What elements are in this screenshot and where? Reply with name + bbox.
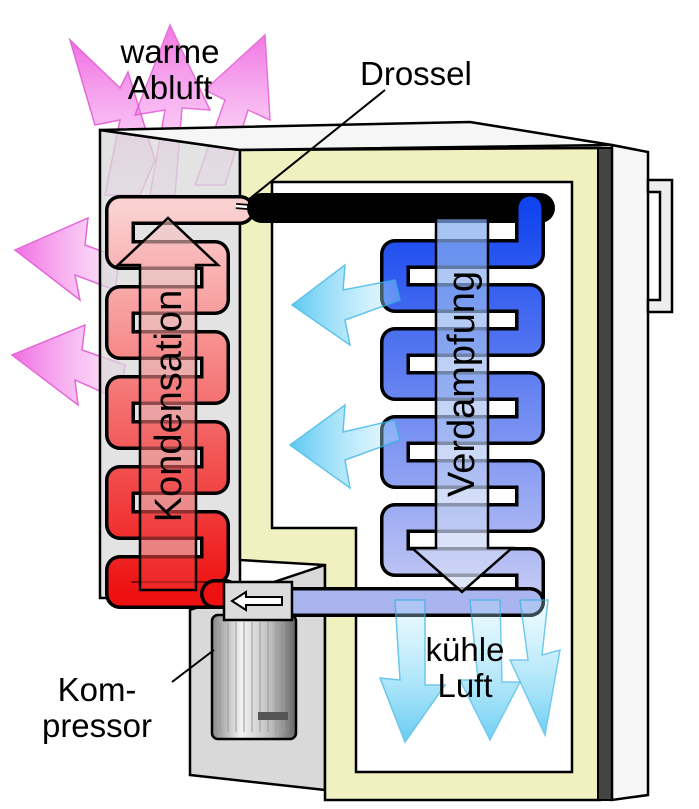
- door-handle: [646, 178, 674, 314]
- cool-air-arrow-down-1: [378, 599, 447, 744]
- cool-air-arrow-left-2: [288, 403, 401, 490]
- cool-air-arrow-left-1: [290, 263, 401, 347]
- cool-air-arrows: [288, 263, 561, 744]
- cool-air-label: kühle Luft: [400, 632, 530, 704]
- condensation-arrow: [114, 216, 222, 592]
- warm-exhaust-line2: Abluft: [127, 69, 213, 106]
- compressor: [210, 580, 298, 741]
- evaporation-label: Verdampfung: [441, 270, 483, 498]
- door: [597, 143, 674, 802]
- arrow-left-icon: [230, 590, 283, 612]
- warm-exhaust-label: warme Abluft: [85, 34, 255, 106]
- throttle-label: Drossel: [360, 55, 472, 92]
- compressor-line1: Kom-: [57, 671, 137, 708]
- condensation-label: Kondensation: [148, 289, 190, 523]
- warm-exhaust-line1: warme: [120, 33, 220, 70]
- cool-air-arrow-down-2: [458, 599, 522, 742]
- compressor-line2: pressor: [41, 707, 153, 744]
- cool-air-arrow-down-3: [508, 599, 561, 738]
- compressor-leader-line: [171, 649, 215, 683]
- cool-air-line2: Luft: [437, 667, 493, 704]
- cool-air-line1: kühle: [425, 631, 505, 668]
- throttle-leader-line: [247, 89, 386, 201]
- compressor-label: Kom- pressor: [22, 672, 172, 744]
- evaporation-arrow: [408, 216, 516, 594]
